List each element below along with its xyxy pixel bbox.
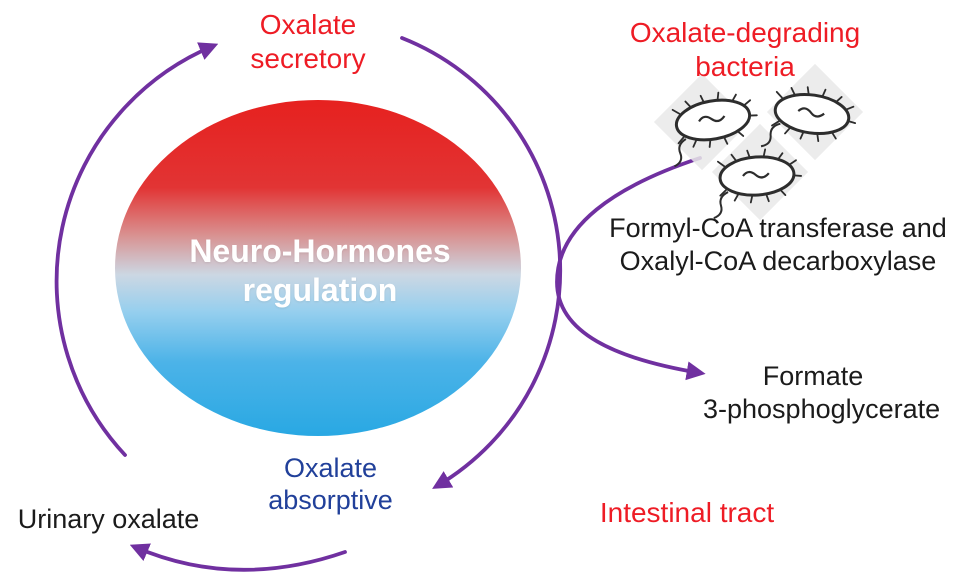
- bacteria-label-line2: bacteria: [695, 51, 795, 82]
- cycle-arrow-right-down: [400, 36, 563, 489]
- oxalate-absorptive-line1: Oxalate: [283, 453, 378, 483]
- products-label: Formate 3-phosphoglycerate: [703, 360, 941, 426]
- neuro-hormones-ellipse: [115, 100, 521, 436]
- neuro-hormones-label: Neuro-Hormones regulation: [140, 232, 500, 310]
- enzymes-line2: Oxalyl-CoA decarboxylase: [619, 246, 937, 276]
- oxalate-secretory-line2: secretory: [250, 43, 366, 74]
- bacteria-label-line1: Oxalate-degrading: [629, 17, 861, 48]
- oxalate-secretory-label: Oxalate secretory: [223, 8, 393, 76]
- oxalate-absorptive-label: Oxalate absorptive: [248, 452, 413, 516]
- cycle-arrow-left-up: [54, 42, 219, 457]
- enzymes-line1: Formyl-CoA transferase and: [609, 213, 947, 243]
- products-line1: Formate: [762, 361, 864, 391]
- intestinal-tract-label: Intestinal tract: [599, 497, 775, 528]
- urinary-oxalate-label: Urinary oxalate: [17, 504, 200, 534]
- products-line2: 3-phosphoglycerate: [703, 394, 941, 424]
- oxalate-secretory-line1: Oxalate: [259, 9, 357, 40]
- oxalate-absorptive-line2: absorptive: [268, 485, 393, 515]
- oxalate-degrading-bacteria-label: Oxalate-degrading bacteria: [615, 16, 875, 84]
- enzymes-label: Formyl-CoA transferase and Oxalyl-CoA de…: [588, 212, 968, 278]
- bacteria-to-formate-arrow: [555, 156, 706, 381]
- neuro-hormones-line2: regulation: [242, 272, 398, 308]
- bacteria-background-diamonds: [653, 63, 864, 221]
- neuro-hormones-line1: Neuro-Hormones: [189, 233, 451, 269]
- urinary-oxalate-arrow: [129, 543, 347, 572]
